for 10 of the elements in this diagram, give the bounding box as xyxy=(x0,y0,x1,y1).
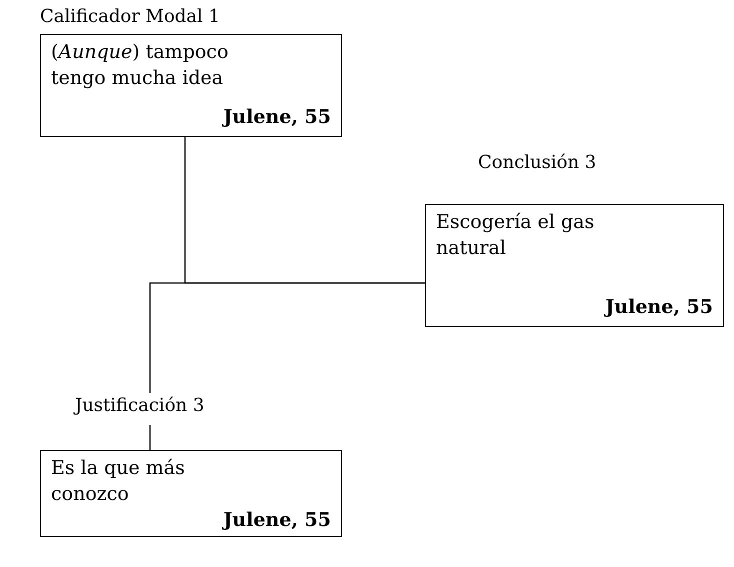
box-heading: Conclusión 3 xyxy=(478,151,598,175)
box-text: (Aunque) tampoco tengo mucha idea xyxy=(51,40,230,91)
author-reference: Julene, 55 xyxy=(223,508,331,533)
author-reference: Julene, 55 xyxy=(605,295,713,320)
box-text: Es la que más conozco xyxy=(51,456,186,507)
box-text: Escogería el gas natural xyxy=(436,210,596,261)
box-heading: Calificador Modal 1 xyxy=(40,5,221,29)
box-heading: Justificación 3 xyxy=(75,394,206,418)
connector-line xyxy=(149,282,425,393)
author-reference: Julene, 55 xyxy=(223,105,331,130)
